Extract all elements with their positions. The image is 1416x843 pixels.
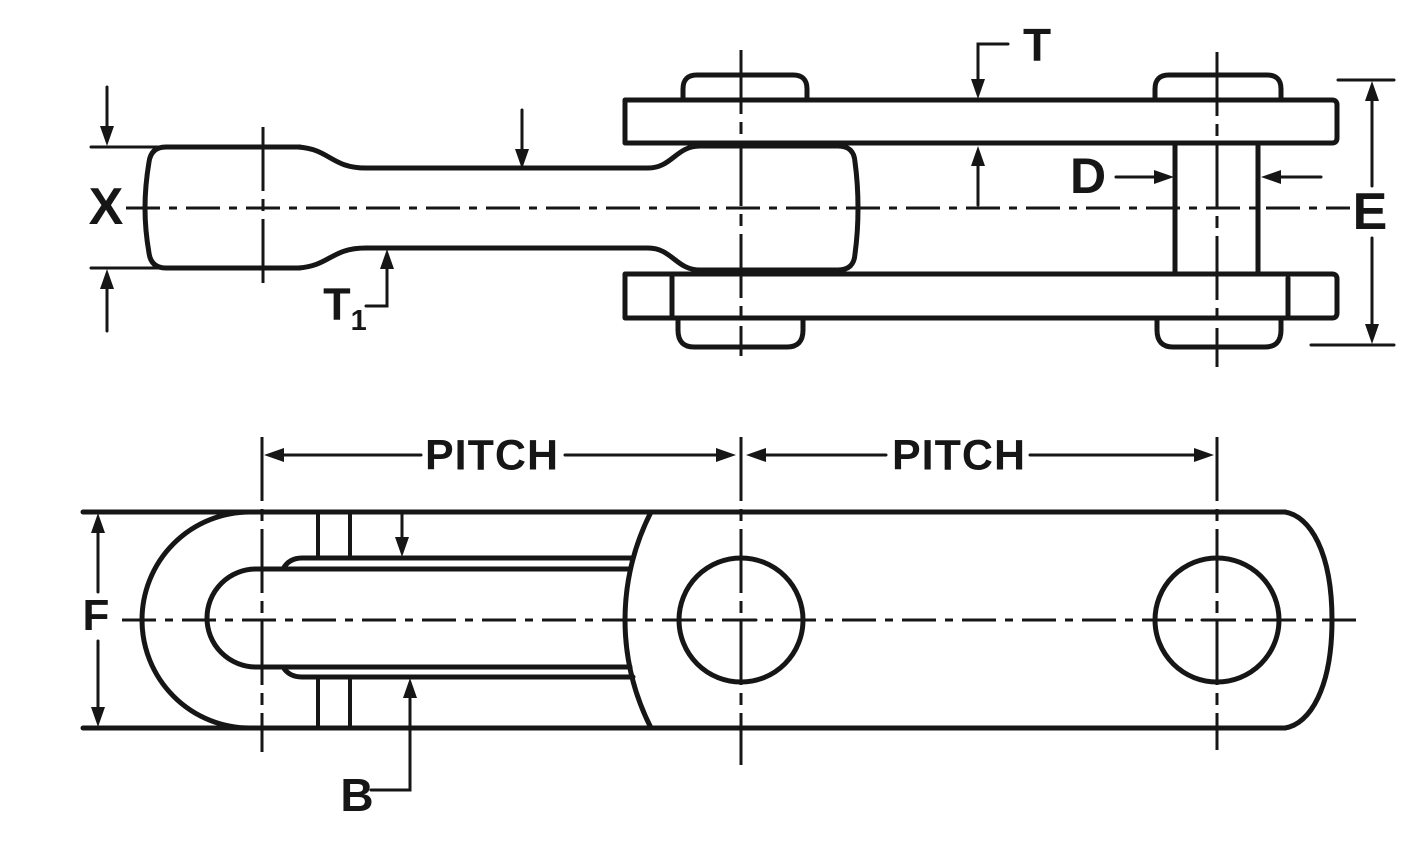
pitch2-arrowhead-right	[1194, 448, 1214, 462]
b-arrowhead-down	[395, 537, 409, 557]
e-arrowhead-up	[1365, 81, 1379, 101]
pitch2-arrowhead-left	[746, 448, 766, 462]
pitch1-arrowhead-left	[264, 448, 284, 462]
t1-leader	[364, 265, 389, 308]
dim-label-t1: T1	[323, 282, 367, 336]
t-leader	[976, 42, 1010, 83]
centerlines	[122, 50, 1357, 765]
t1-arrowhead-down	[515, 149, 529, 169]
dimension-e	[1309, 78, 1396, 347]
dimension-x	[89, 85, 164, 333]
plan-barrel-top-line	[280, 555, 636, 572]
dim-label-pitch-right: PITCH	[892, 431, 1026, 480]
plan-jaw-inner-u	[204, 566, 633, 670]
dimension-t	[971, 42, 1010, 207]
t1-arrowhead-up	[380, 249, 394, 269]
pitch1-arrowhead-right	[716, 448, 736, 462]
dim-label-b: B	[340, 769, 374, 821]
x-arrowhead-down	[100, 126, 114, 146]
d-arrowhead-right	[1154, 170, 1174, 184]
side-top-boss-pin1	[680, 72, 810, 103]
side-left-link-top-profile	[295, 143, 703, 171]
dim-label-f: F	[82, 591, 110, 640]
b-arrowhead-up	[403, 678, 417, 698]
b-leader	[369, 694, 412, 792]
t-arrowhead-up	[971, 146, 985, 166]
dim-label-pitch-left: PITCH	[425, 431, 559, 480]
d-arrowhead-left	[1261, 170, 1281, 184]
t-arrowhead-down	[971, 79, 985, 99]
dim-label-t1-subscript: 1	[350, 305, 367, 337]
side-bottom-plate	[622, 271, 1340, 321]
dimension-d	[1114, 170, 1323, 184]
side-left-link-bottom-profile	[295, 245, 703, 273]
x-arrowhead-up	[100, 269, 114, 289]
f-arrowhead-down	[91, 707, 105, 727]
dim-label-t: T	[1022, 19, 1052, 71]
dimension-t1	[364, 108, 529, 308]
dimension-b	[369, 510, 417, 792]
dim-label-t1-base: T	[323, 279, 351, 330]
dimension-pitch-left	[264, 448, 736, 462]
side-bottom-boss-pin2	[1154, 315, 1284, 350]
dim-label-x: X	[88, 178, 124, 236]
dimension-pitch-right	[746, 448, 1214, 462]
plan-barrel-bottom-line	[280, 664, 636, 680]
side-top-plate	[622, 97, 1340, 146]
dim-label-d: D	[1069, 148, 1107, 204]
dimension-f	[91, 513, 105, 727]
e-arrowhead-down	[1365, 324, 1379, 344]
dim-label-e: E	[1352, 183, 1388, 241]
f-arrowhead-up	[91, 513, 105, 533]
